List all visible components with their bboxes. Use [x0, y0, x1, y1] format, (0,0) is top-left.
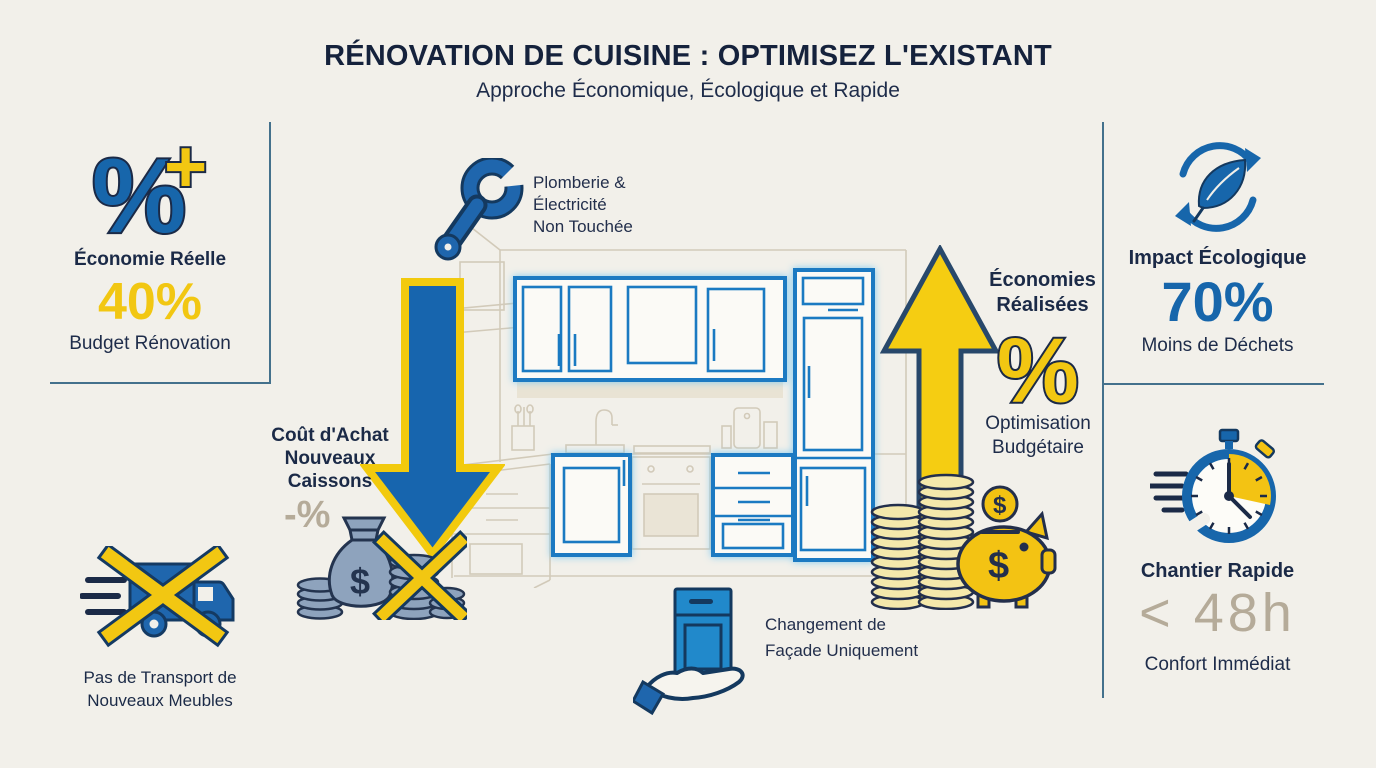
plumbing-line1: Plomberie & — [533, 173, 626, 192]
savings-line1: Économies — [989, 269, 1096, 291]
stopwatch-icon — [1150, 428, 1276, 543]
left-divider-vertical — [269, 122, 271, 383]
speed-block: Chantier Rapide < 48h Confort Immédiat — [1105, 428, 1330, 677]
right-divider-vertical — [1102, 122, 1104, 698]
savings-caption-line2: Budgétaire — [992, 437, 1084, 458]
eco-leaf-cycle-icon — [1174, 142, 1261, 232]
page-title: RÉNOVATION DE CUISINE : OPTIMISEZ L'EXIS… — [324, 40, 1052, 72]
speed-lines — [80, 577, 127, 615]
hand-shape — [645, 666, 745, 701]
right-divider-horizontal — [1102, 383, 1324, 385]
economy-value: 40% — [97, 273, 203, 331]
wrench-icon — [434, 158, 530, 261]
svg-text:+: + — [164, 132, 207, 208]
cost-line3: Caissons — [287, 471, 373, 492]
tick-marks — [1191, 458, 1267, 534]
down-arrow-icon — [360, 278, 505, 560]
cost-note: Coût d'Achat Nouveaux Caissons — [255, 424, 405, 493]
percent-plus-icon: % + — [90, 132, 209, 246]
speed-lines — [1150, 471, 1189, 513]
facade-note: Changement de Façade Uniquement — [765, 612, 945, 664]
kitchen-fronts-details — [521, 276, 873, 552]
truck-crossed-icon — [80, 546, 235, 648]
cost-line1: Coût d'Achat — [271, 425, 389, 446]
speed-caption: Confort Immédiat — [1144, 654, 1291, 675]
cross-mark — [96, 546, 230, 648]
backsplash-shading — [517, 382, 783, 398]
hand-cabinet-icon — [633, 587, 745, 716]
ecology-block: Impact Écologique 70% Moins de Déchets — [1105, 132, 1330, 358]
savings-caption-line1: Optimisation — [985, 413, 1091, 434]
svg-text:$: $ — [988, 545, 1009, 587]
cuff-shape — [633, 679, 666, 716]
ecology-caption: Moins de Déchets — [1141, 335, 1294, 356]
speed-heading: Chantier Rapide — [1140, 560, 1295, 582]
economy-block: % + Économie Réelle 40% Budget Rénovatio… — [30, 132, 270, 356]
economy-caption: Budget Rénovation — [69, 333, 231, 354]
transport-caption-line2: Nouveaux Meubles — [87, 691, 233, 710]
cross-mark — [371, 529, 467, 620]
ecology-value: 70% — [1161, 270, 1274, 333]
plumbing-line2: Électricité — [533, 195, 607, 214]
piggy-bank-coins-icon: $ $ — [870, 473, 1057, 610]
savings-heading: Économies Réalisées — [975, 268, 1110, 318]
coin-stacks — [870, 473, 975, 610]
plumbing-note: Plomberie & Électricité Non Touchée — [533, 172, 663, 238]
left-divider-horizontal — [50, 382, 271, 384]
piggy-bank: $ $ — [956, 485, 1057, 609]
savings-caption: Optimisation Budgétaire — [968, 412, 1108, 460]
svg-text:$: $ — [993, 492, 1007, 519]
cost-line2: Nouveaux — [284, 448, 376, 469]
economy-heading: Économie Réelle — [73, 249, 227, 270]
minus-percent-label: -% — [284, 494, 331, 536]
percent-symbol: % — [995, 318, 1081, 414]
savings-line2: Réalisées — [996, 294, 1089, 316]
page-subtitle: Approche Économique, Écologique et Rapid… — [476, 79, 900, 102]
plumbing-line3: Non Touchée — [533, 217, 633, 236]
transport-block: Pas de Transport de Nouveaux Meubles — [35, 546, 285, 712]
money-bag-crossed-icon: $ — [296, 516, 467, 620]
transport-caption-line1: Pas de Transport de — [83, 668, 237, 687]
ecology-heading: Impact Écologique — [1128, 247, 1307, 269]
svg-text:%: % — [92, 137, 186, 246]
facade-line1: Changement de — [765, 615, 886, 634]
facade-line2: Façade Uniquement — [765, 641, 919, 660]
svg-text:%: % — [997, 320, 1079, 414]
kitchen-illustration — [438, 227, 907, 588]
speed-value: < 48h — [1139, 583, 1296, 643]
svg-text:$: $ — [350, 561, 370, 602]
